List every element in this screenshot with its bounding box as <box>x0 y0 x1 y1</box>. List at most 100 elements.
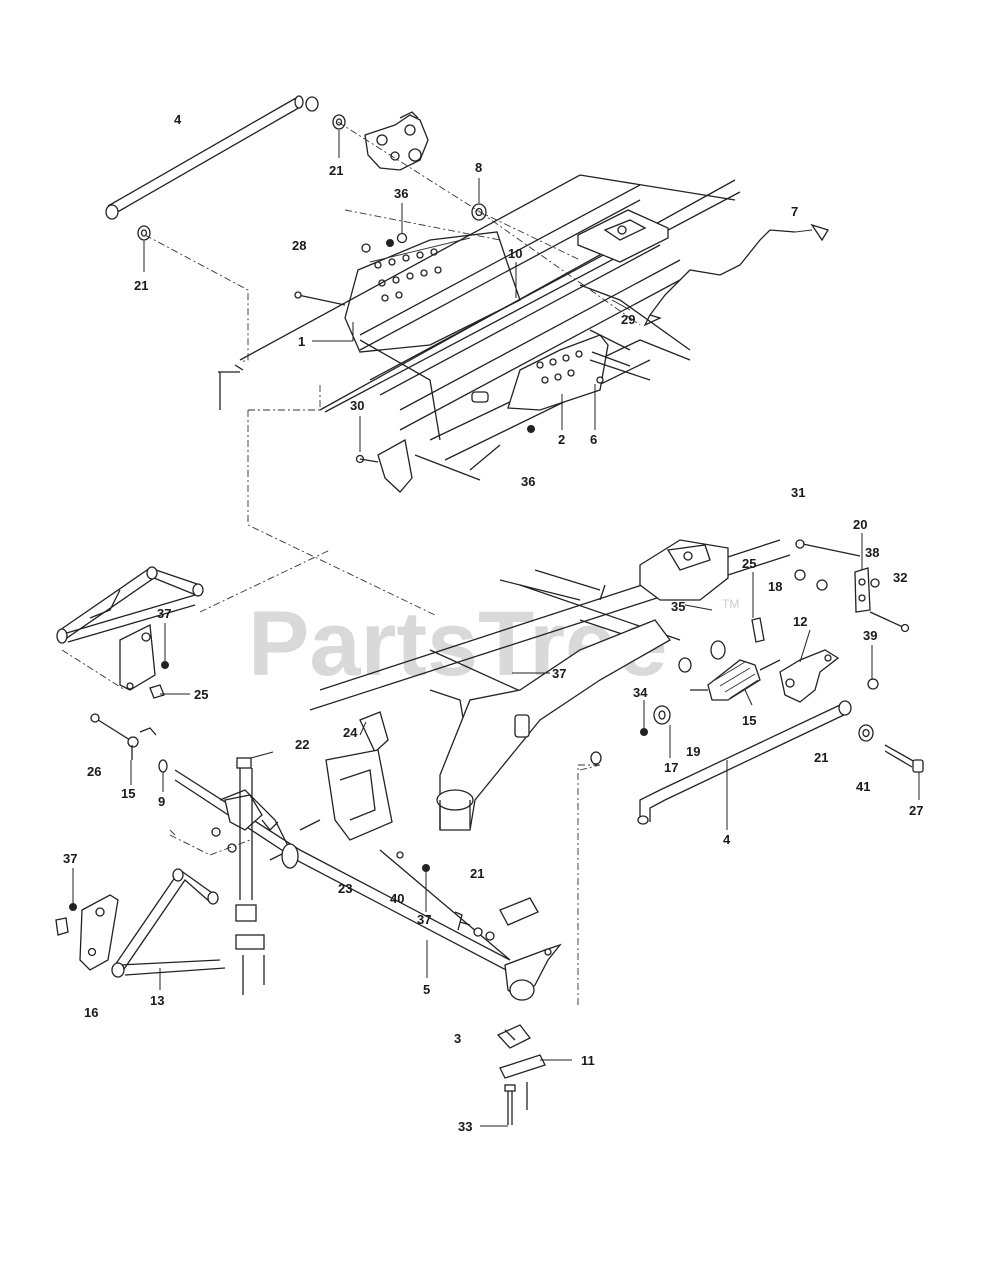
part-clip-18[interactable] <box>751 617 765 643</box>
part-washer-21-right[interactable] <box>590 724 874 765</box>
callout-20[interactable]: 20 <box>853 517 867 532</box>
callout-41[interactable]: 41 <box>856 779 870 794</box>
part-nut-39[interactable] <box>867 678 879 690</box>
callout-19[interactable]: 19 <box>686 744 700 759</box>
callout-10[interactable]: 10 <box>508 246 522 261</box>
part-main-frame-upper[interactable] <box>239 174 741 481</box>
callout-2[interactable]: 2 <box>558 432 565 447</box>
part-steering-stack[interactable] <box>211 827 265 995</box>
callout-37-b[interactable]: 37 <box>552 666 566 681</box>
part-hitch-bracket-35[interactable] <box>639 539 729 601</box>
part-deck-bracket-plate[interactable] <box>344 231 521 353</box>
callout-30[interactable]: 30 <box>350 398 364 413</box>
part-washer-21-top[interactable] <box>332 114 346 130</box>
part-a-frame-upper-left[interactable] <box>56 566 204 644</box>
callout-17[interactable]: 17 <box>664 760 678 775</box>
callout-36-a[interactable]: 36 <box>394 186 408 201</box>
part-upper-lever-bracket[interactable] <box>364 111 429 171</box>
part-pedal-cable[interactable] <box>643 223 829 327</box>
callout-6[interactable]: 6 <box>590 432 597 447</box>
callout-35[interactable]: 35 <box>671 599 685 614</box>
part-spacer-center[interactable] <box>471 391 535 433</box>
callout-21-d[interactable]: 21 <box>470 866 484 881</box>
part-rod-lower-right[interactable] <box>637 700 852 825</box>
callout-37-d[interactable]: 37 <box>417 912 431 927</box>
callout-1[interactable]: 1 <box>298 334 305 349</box>
part-pin-6[interactable] <box>589 351 651 384</box>
part-bracket-37-left[interactable] <box>119 623 169 691</box>
part-plate-24[interactable] <box>325 711 393 841</box>
part-washer-19[interactable] <box>653 640 726 725</box>
part-bolt-33[interactable] <box>504 1082 528 1125</box>
part-arm-12[interactable] <box>779 649 840 703</box>
part-hitch-plate-top[interactable] <box>577 209 669 263</box>
callout-13[interactable]: 13 <box>150 993 164 1008</box>
callout-8[interactable]: 8 <box>475 160 482 175</box>
callout-labels: 4 21 21 8 36 7 28 10 29 1 30 2 6 36 31 2… <box>63 112 923 1134</box>
part-block-top[interactable] <box>499 897 539 926</box>
part-bolt-27[interactable] <box>884 744 924 773</box>
callout-5[interactable]: 5 <box>423 982 430 997</box>
part-link-38[interactable] <box>854 567 871 613</box>
callout-38[interactable]: 38 <box>865 545 879 560</box>
callout-11[interactable]: 11 <box>581 1053 595 1068</box>
part-deck-bracket-right[interactable] <box>507 334 609 411</box>
part-clip-40[interactable] <box>454 911 495 941</box>
part-bolt-20[interactable] <box>795 539 861 557</box>
callout-34[interactable]: 34 <box>633 685 648 700</box>
part-bracket-16[interactable] <box>55 894 119 971</box>
part-clamp-11[interactable] <box>499 1054 546 1079</box>
callout-40[interactable]: 40 <box>390 891 404 906</box>
part-bolt-right[interactable] <box>869 611 910 633</box>
callout-37-a[interactable]: 37 <box>157 606 171 621</box>
callout-39[interactable]: 39 <box>863 628 877 643</box>
callout-4-top[interactable]: 4 <box>174 112 182 127</box>
callout-36-b[interactable]: 36 <box>521 474 535 489</box>
part-bolt-26[interactable] <box>90 713 157 748</box>
part-nut-32[interactable] <box>794 569 880 591</box>
part-rod-top[interactable] <box>105 95 319 220</box>
part-a-frame-13[interactable] <box>111 868 226 978</box>
part-clip-25-left[interactable] <box>149 684 165 699</box>
callout-32[interactable]: 32 <box>893 570 907 585</box>
part-bushing-8[interactable] <box>471 203 487 221</box>
callout-37-c[interactable]: 37 <box>63 851 77 866</box>
part-tierod-5[interactable] <box>379 849 562 1001</box>
callout-33[interactable]: 33 <box>458 1119 472 1134</box>
part-axle-23[interactable] <box>174 769 511 973</box>
part-nut-37-center[interactable] <box>396 851 430 872</box>
callout-26[interactable]: 26 <box>87 764 101 779</box>
part-bracket-22[interactable] <box>236 757 279 900</box>
part-bracket-30[interactable] <box>355 438 413 493</box>
part-spring-15[interactable] <box>690 659 781 701</box>
callout-23[interactable]: 23 <box>338 881 352 896</box>
callout-29[interactable]: 29 <box>621 312 635 327</box>
callout-21-a[interactable]: 21 <box>329 163 343 178</box>
callout-25-b[interactable]: 25 <box>194 687 208 702</box>
callout-31[interactable]: 31 <box>791 485 805 500</box>
callout-18[interactable]: 18 <box>768 579 782 594</box>
callout-9[interactable]: 9 <box>158 794 165 809</box>
callout-3[interactable]: 3 <box>454 1031 461 1046</box>
callout-22[interactable]: 22 <box>295 737 309 752</box>
lower-assembly <box>55 539 924 1125</box>
callout-16[interactable]: 16 <box>84 1005 98 1020</box>
part-front-axle-tube[interactable] <box>436 619 671 831</box>
part-nut-34[interactable] <box>640 728 648 736</box>
callout-25-a[interactable]: 25 <box>742 556 756 571</box>
callout-21-b[interactable]: 21 <box>134 278 148 293</box>
callout-15-a[interactable]: 15 <box>742 713 756 728</box>
part-clamp-3[interactable] <box>496 1024 531 1049</box>
part-washer-21-left[interactable] <box>137 225 151 241</box>
callout-12[interactable]: 12 <box>793 614 807 629</box>
callout-27[interactable]: 27 <box>909 803 923 818</box>
callout-24[interactable]: 24 <box>343 725 358 740</box>
part-washer-9[interactable] <box>158 759 168 773</box>
part-nut-36-top[interactable] <box>386 232 408 247</box>
callout-15-b[interactable]: 15 <box>121 786 135 801</box>
callout-28[interactable]: 28 <box>292 238 306 253</box>
callout-4-b[interactable]: 4 <box>723 832 731 847</box>
callout-7[interactable]: 7 <box>791 204 798 219</box>
part-bolt-upper-left[interactable] <box>294 291 346 306</box>
callout-21-c[interactable]: 21 <box>814 750 828 765</box>
